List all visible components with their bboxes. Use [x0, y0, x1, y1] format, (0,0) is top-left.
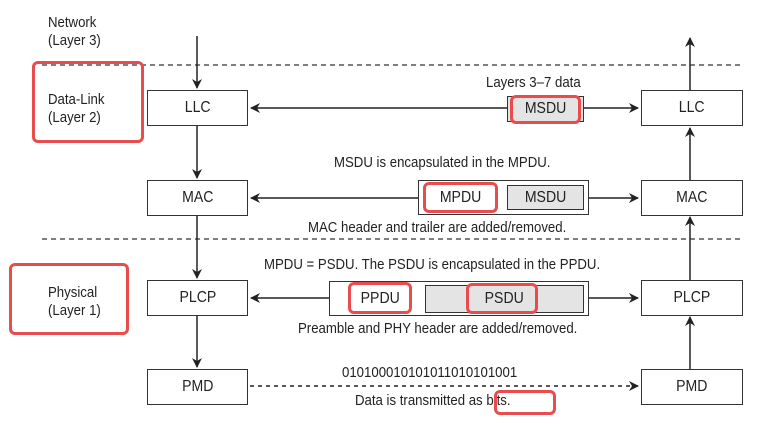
layer-label-physical-line1: Physical [48, 284, 98, 301]
sublayer-plcp-left: PLCP [147, 280, 248, 316]
sublayer-llc-right: LLC [641, 90, 743, 126]
layer-label-physical-line2: (Layer 1) [48, 302, 101, 319]
layer-label-network-line2: (Layer 3) [48, 32, 101, 49]
layer-label-datalink-line1: Data-Link [48, 91, 105, 108]
unit-mpdu-label: MPDU [440, 189, 482, 206]
caption-pmd-below-prefix: Data is transmitted [355, 392, 469, 409]
caption-mac-below: MAC header and trailer are added/removed… [308, 219, 567, 236]
unit-ppdu-header: PPDU [350, 285, 410, 313]
highlight-ppdu [348, 282, 412, 314]
sublayer-pmd-left: PMD [147, 369, 248, 405]
highlight-mpdu [423, 182, 498, 213]
sublayer-plcp-left-label: PLCP [179, 289, 216, 306]
unit-msdu-mac: MSDU [507, 185, 584, 210]
sublayer-mac-left: MAC [147, 180, 248, 216]
sublayer-pmd-right: PMD [641, 369, 743, 405]
highlight-datalink [32, 61, 144, 143]
highlight-psdu [466, 283, 538, 314]
sublayer-llc-left-label: LLC [184, 99, 211, 116]
caption-pmd-below-highlight: as bits. [468, 392, 511, 409]
caption-llc-above: Layers 3–7 data [486, 74, 581, 91]
sublayer-mac-right: MAC [641, 180, 743, 216]
layer-label-network-line1: Network [48, 14, 97, 31]
caption-plcp-below: Preamble and PHY header are added/remove… [298, 320, 578, 337]
caption-plcp-above: MPDU = PSDU. The PSDU is encapsulated in… [264, 256, 601, 273]
caption-pmd-below: Data is transmitted as bits. [355, 392, 511, 410]
sublayer-mac-left-label: MAC [181, 189, 214, 206]
unit-msdu-mac-label: MSDU [524, 188, 567, 206]
highlight-as-bits [494, 390, 556, 415]
sublayer-plcp-right: PLCP [641, 280, 743, 316]
layer-label-datalink-line2: (Layer 2) [48, 109, 101, 126]
sublayer-plcp-right-label: PLCP [673, 289, 711, 306]
unit-psdu-label: PSDU [484, 290, 525, 307]
sublayer-mac-right-label: MAC [676, 189, 708, 206]
unit-msdu-llc-label: MSDU [524, 100, 567, 117]
layer-label-datalink: Data-Link (Layer 2) [48, 91, 104, 127]
unit-ppdu-label: PPDU [360, 290, 400, 307]
caption-bits: 010100010101011010101001 [342, 364, 518, 381]
caption-mac-above: MSDU is encapsulated in the MPDU. [334, 154, 551, 171]
sublayer-pmd-left-label: PMD [181, 378, 214, 395]
sublayer-llc-left: LLC [147, 90, 248, 126]
highlight-msdu [510, 95, 581, 124]
sublayer-llc-right-label: LLC [679, 99, 705, 116]
sublayer-pmd-right-label: PMD [676, 378, 708, 395]
layer-label-network: Network (Layer 3) [48, 14, 101, 50]
highlight-physical [9, 263, 129, 335]
layer-label-physical: Physical (Layer 1) [48, 284, 101, 320]
unit-mpdu-header: MPDU [423, 186, 499, 210]
